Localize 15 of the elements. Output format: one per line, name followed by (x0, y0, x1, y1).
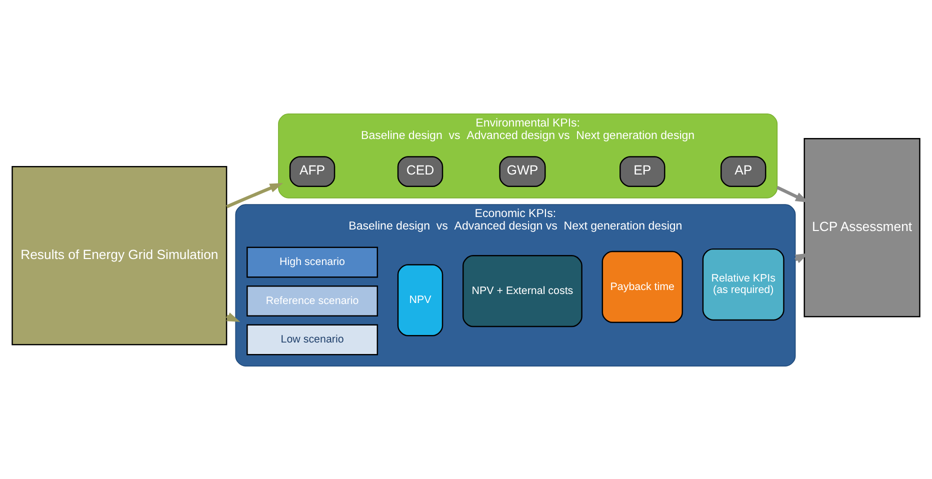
node-box: Results of Energy Grid Simulation (12, 166, 228, 345)
node-box: Reference scenario (246, 285, 378, 316)
node-box: Low scenario (246, 324, 378, 355)
node-box: NPV (397, 264, 444, 336)
node-box: Relative KPIs (as required) (702, 248, 784, 320)
node-box: EP (620, 156, 666, 187)
node-box: High scenario (246, 246, 378, 278)
node-box: CED (397, 156, 444, 187)
arrow (226, 182, 284, 208)
node-box: NPV + External costs (462, 254, 582, 327)
node-box: GWP (499, 156, 546, 187)
node-box: Payback time (602, 250, 683, 323)
node-box: AP (720, 156, 766, 187)
node-box: LCP Assessment (804, 138, 920, 317)
node-box: AFP (289, 156, 336, 187)
